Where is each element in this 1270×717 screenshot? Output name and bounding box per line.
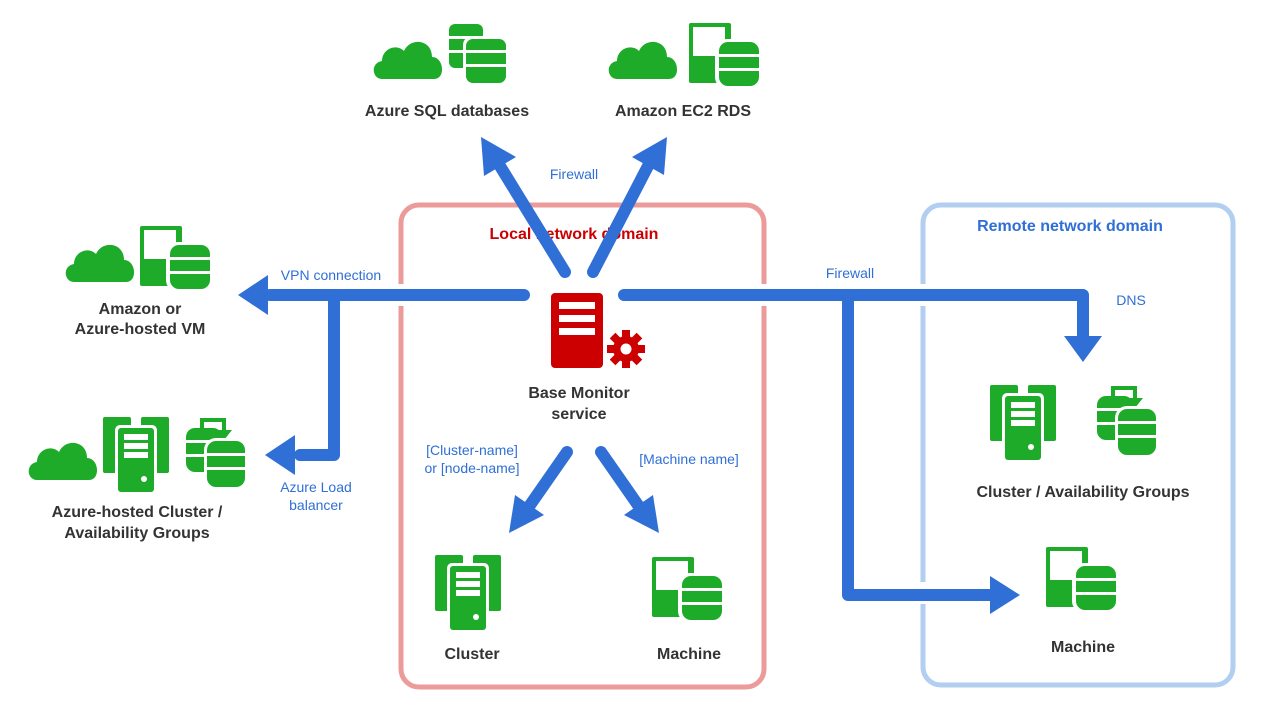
- server-icon: [551, 293, 603, 368]
- databases-icon: [449, 24, 507, 86]
- arrow-to-remote-machine: [842, 289, 1020, 614]
- hosted-vm-label-line2: Azure-hosted VM: [75, 321, 206, 338]
- firewall-right-label: Firewall: [826, 265, 874, 281]
- base-monitor-label-line2: service: [551, 406, 606, 423]
- arrow-firewall-dns-to-remote-cluster: [618, 289, 1102, 362]
- arrow-load-balancer-to-azure-cluster: [265, 289, 340, 475]
- base-monitor-label-line1: Base Monitor: [528, 385, 629, 402]
- cloud-icon: [28, 442, 98, 480]
- remote-machine-label: Machine: [1051, 639, 1115, 656]
- node-remote-machine: Machine: [1046, 547, 1118, 656]
- azure-load-balancer-label-line1: Azure Load: [280, 479, 352, 495]
- machine-database-icon: [652, 557, 724, 623]
- availability-group-icon: [1097, 386, 1159, 458]
- cluster-icon: [990, 385, 1056, 463]
- firewall-top-label: Firewall: [550, 166, 598, 182]
- cloud-icon: [65, 244, 135, 282]
- remote-network-domain-box: [920, 202, 1236, 688]
- azure-cluster-label-line2: Availability Groups: [64, 525, 209, 542]
- arrow-to-azure-sql: [481, 137, 571, 278]
- dns-label: DNS: [1116, 292, 1146, 308]
- cloud-icon: [608, 41, 678, 79]
- machine-database-icon: [140, 226, 212, 292]
- local-network-domain-box: [398, 202, 767, 690]
- cluster-icon: [103, 417, 169, 495]
- node-local-machine: Machine: [652, 557, 724, 663]
- machine-name-label: [Machine name]: [639, 451, 739, 467]
- availability-group-icon: [186, 418, 248, 490]
- azure-sql-label: Azure SQL databases: [365, 103, 529, 120]
- gear-icon: [607, 330, 645, 368]
- arrow-to-local-machine: [595, 446, 659, 533]
- node-azure-cluster: Azure-hosted Cluster / Availability Grou…: [28, 417, 248, 542]
- node-remote-cluster: Cluster / Availability Groups: [976, 385, 1190, 501]
- remote-cluster-label: Cluster / Availability Groups: [976, 484, 1189, 501]
- vpn-connection-label: VPN connection: [281, 267, 381, 283]
- machine-database-icon: [1046, 547, 1118, 613]
- node-base-monitor: Base Monitor service: [528, 293, 645, 423]
- azure-load-balancer-label-line2: balancer: [289, 497, 343, 513]
- node-local-cluster: Cluster: [435, 555, 501, 663]
- arrow-to-local-cluster: [509, 446, 573, 533]
- arrow-vpn-to-hosted-vm: [238, 275, 530, 315]
- local-cluster-label: Cluster: [444, 646, 499, 663]
- amazon-rds-label: Amazon EC2 RDS: [615, 103, 751, 120]
- local-machine-label: Machine: [657, 646, 721, 663]
- remote-domain-label: Remote network domain: [977, 218, 1163, 235]
- node-azure-sql: Azure SQL databases: [365, 24, 529, 120]
- hosted-vm-label-line1: Amazon or: [99, 301, 182, 318]
- cluster-icon: [435, 555, 501, 633]
- node-hosted-vm: Amazon or Azure-hosted VM: [65, 226, 212, 338]
- machine-database-icon: [689, 23, 761, 89]
- node-amazon-rds: Amazon EC2 RDS: [608, 23, 761, 120]
- arrow-to-amazon-rds: [587, 137, 667, 278]
- cluster-name-label-line2: or [node-name]: [425, 460, 520, 476]
- cluster-name-label-line1: [Cluster-name]: [426, 442, 518, 458]
- cloud-icon: [373, 41, 443, 79]
- local-domain-label: Local network domain: [490, 226, 659, 243]
- azure-cluster-label-line1: Azure-hosted Cluster /: [52, 504, 223, 521]
